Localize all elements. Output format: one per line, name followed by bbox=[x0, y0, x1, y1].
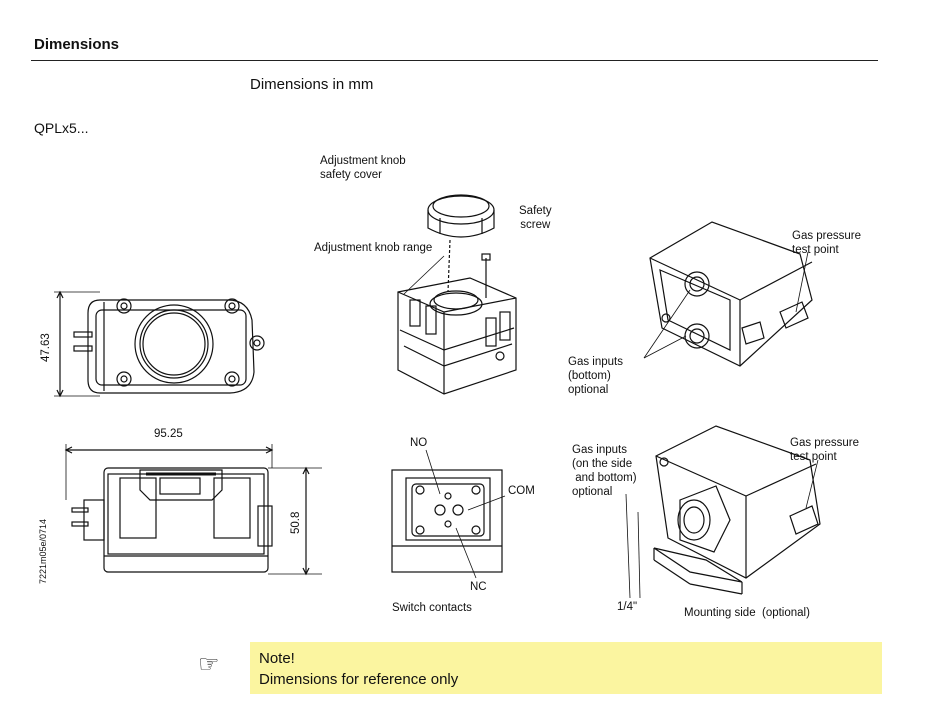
iso-side-view bbox=[625, 425, 821, 599]
mounting-side-label: Mounting side (optional) bbox=[684, 607, 810, 619]
knob-cover-label: Adjustment knob safety cover bbox=[320, 155, 406, 181]
section-title: Dimensions bbox=[34, 36, 120, 53]
com-contact-label: COM bbox=[508, 485, 535, 497]
gas-pressure-label-bottom: Gas pressure test point bbox=[790, 437, 860, 463]
exploded-view bbox=[397, 194, 517, 395]
no-contact-label: NO bbox=[410, 437, 428, 449]
note-text: Dimensions for reference only bbox=[259, 671, 459, 688]
thread-size-label: 1/4" bbox=[617, 601, 638, 613]
switch-contacts-view bbox=[391, 449, 506, 579]
width-dimension: 95.25 bbox=[154, 428, 183, 440]
knob-range-label: Adjustment knob range bbox=[314, 242, 433, 254]
units-caption: Dimensions in mm bbox=[250, 76, 374, 93]
gas-inputs-bottom-label: Gas inputs (bottom) optional bbox=[568, 356, 623, 396]
safety-screw-label: Safety screw bbox=[519, 205, 552, 231]
model-number: QPLx5... bbox=[34, 120, 89, 136]
note-title: Note! bbox=[259, 650, 295, 667]
header-divider bbox=[31, 60, 878, 61]
iso-bottom-view bbox=[643, 221, 813, 367]
gas-inputs-side-label: Gas inputs (on the side and bottom) opti… bbox=[572, 444, 637, 498]
switch-contacts-caption: Switch contacts bbox=[392, 602, 472, 614]
height-dimension: 47.63 bbox=[40, 333, 52, 362]
gas-pressure-label-top: Gas pressure test point bbox=[792, 230, 862, 256]
front-view bbox=[64, 444, 322, 576]
nc-contact-label: NC bbox=[470, 581, 487, 593]
note-box bbox=[250, 642, 882, 694]
pointing-hand-icon: ☞ bbox=[198, 651, 220, 678]
depth-dimension: 50.8 bbox=[290, 511, 302, 534]
top-view bbox=[54, 290, 265, 398]
drawing-reference: 7221m05e/0714 bbox=[38, 518, 48, 584]
